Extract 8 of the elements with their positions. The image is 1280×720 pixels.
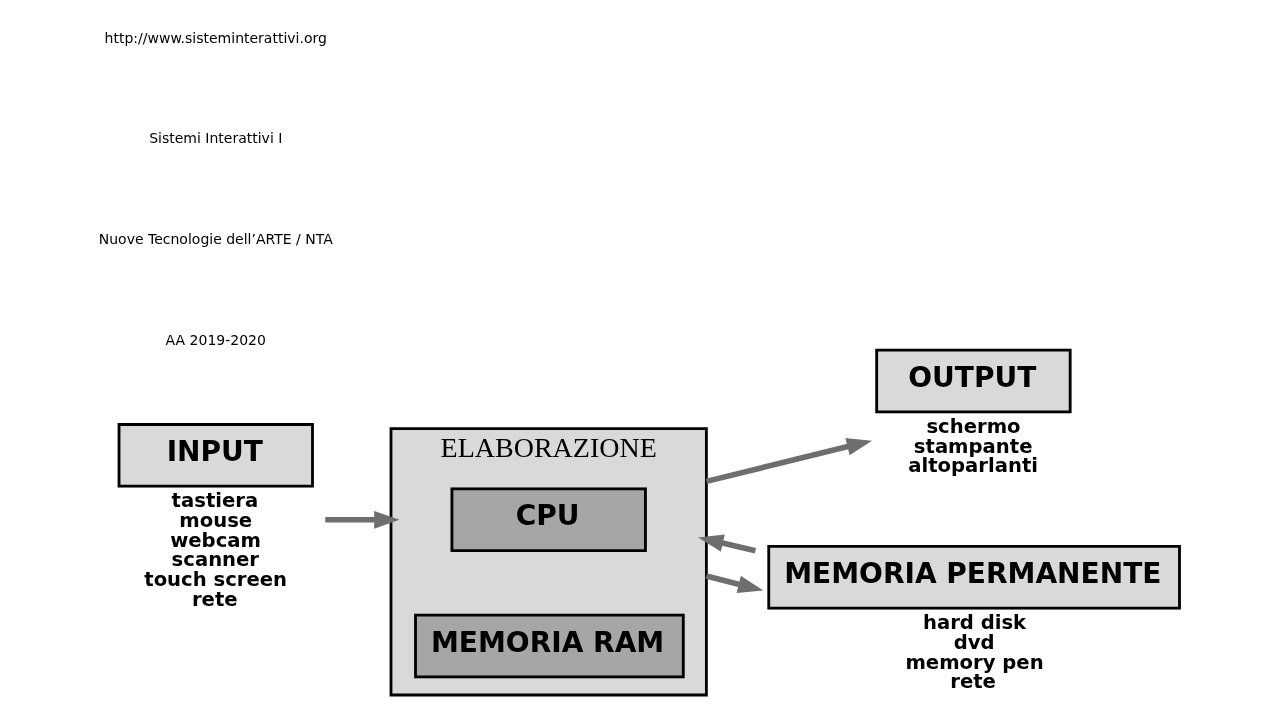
arrow (324, 510, 399, 529)
arrow (697, 534, 756, 554)
arrow (705, 573, 763, 593)
label: Nuove Tecnologie dell’ARTE / NTA (98, 231, 333, 248)
label: Sistemi Interattivi I (148, 130, 282, 147)
label: http://www.sisteminterattivi.org (104, 29, 327, 46)
arrow (705, 438, 872, 485)
label: AA 2019-2020 (165, 332, 266, 349)
